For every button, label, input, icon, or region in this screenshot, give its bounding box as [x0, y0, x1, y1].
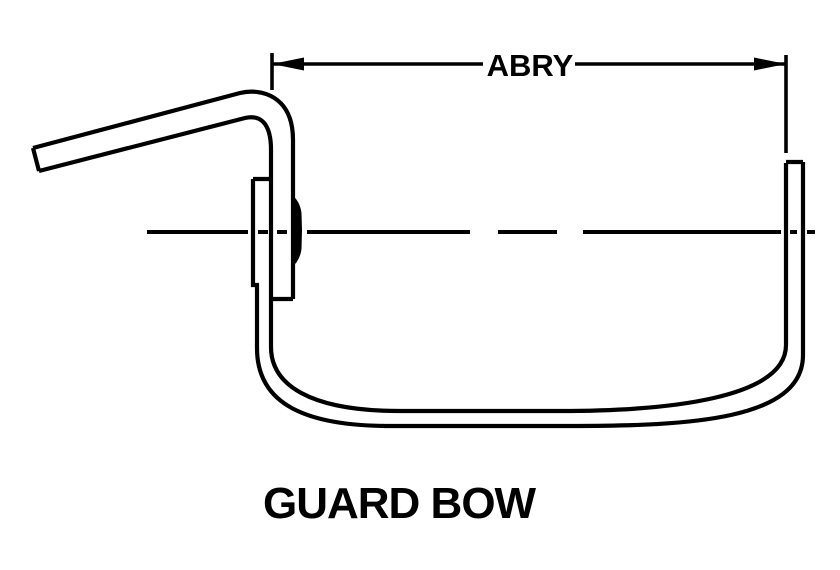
bow-inner-outline — [38, 115, 789, 414]
boss-bump — [291, 194, 302, 268]
left-arrowhead-icon — [272, 57, 304, 71]
right-arrowhead-icon — [754, 57, 786, 71]
diagram-title: GUARD BOW — [263, 479, 537, 528]
tang-end-cap — [30, 147, 42, 172]
tang-outer-edge — [32, 89, 296, 299]
bow-outer-outline — [250, 162, 806, 429]
dimension-label: ABRY — [487, 48, 574, 83]
